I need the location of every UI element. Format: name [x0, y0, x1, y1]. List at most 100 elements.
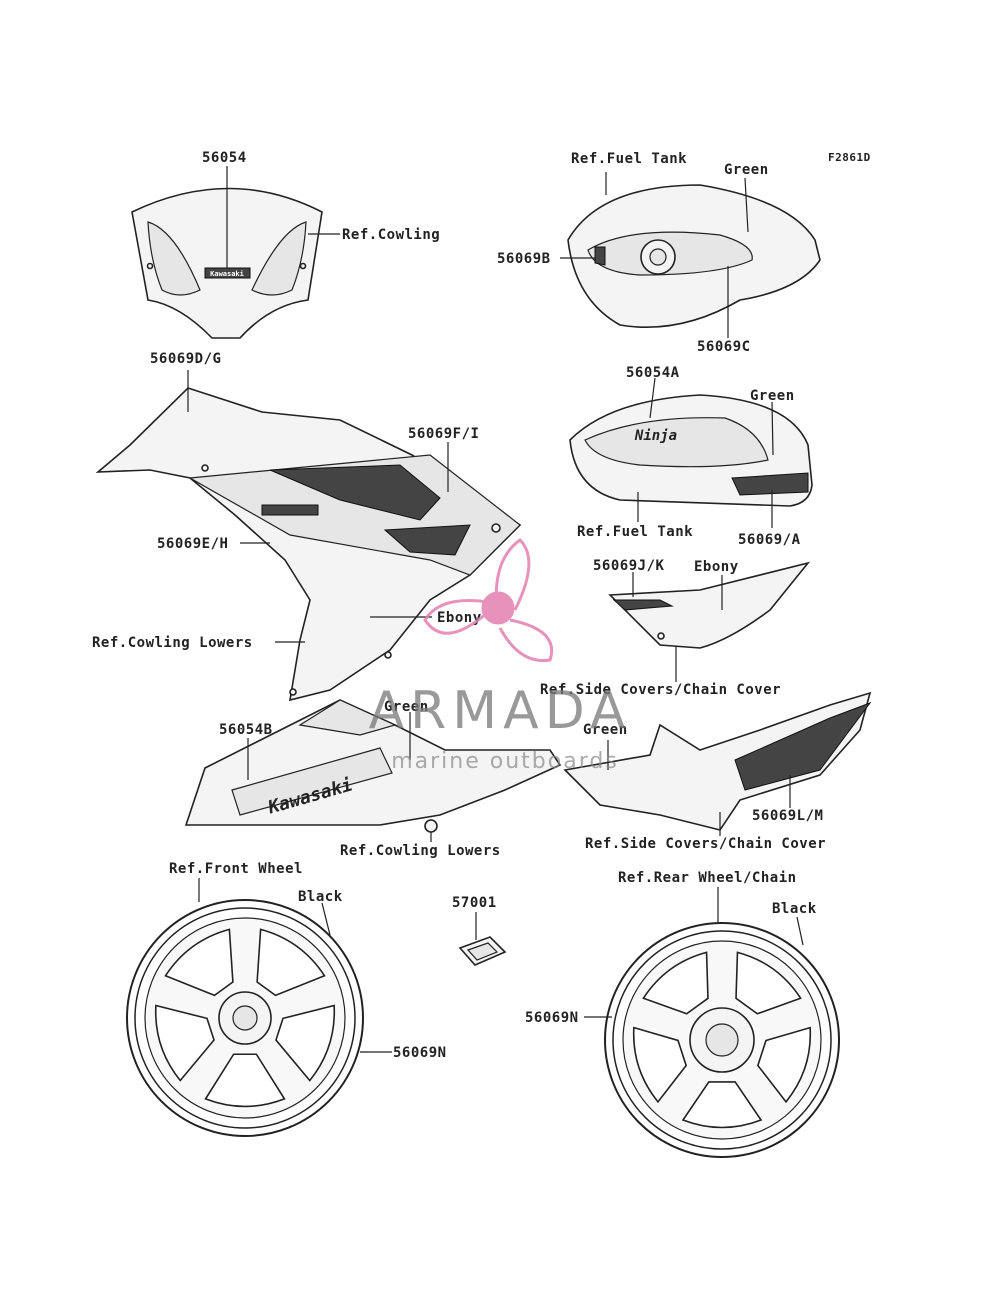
callout-ref-cowling-lowers: Ref.Cowling Lowers: [340, 843, 501, 859]
tank-top-decal-b: [594, 246, 606, 266]
lower-cowling-group: Kawasaki: [184, 699, 562, 842]
figure-code: F2861D: [828, 151, 871, 164]
callout-56069dg: 56069D/G: [150, 351, 221, 367]
side-cover-group: [608, 561, 811, 682]
tail-cover-decal: [734, 701, 872, 791]
callout-ebony-side-cover: Ebony: [694, 559, 739, 575]
callout-56069a: 56069/A: [738, 532, 801, 548]
rear-wheel-spokes: [632, 951, 812, 1129]
propeller-blade: [494, 538, 531, 611]
callout-56069n-rear: 56069N: [525, 1010, 579, 1026]
front-wheel-group: [126, 878, 392, 1137]
cowling-logo-decal: [261, 504, 319, 516]
cowling-lower-decal: [383, 524, 471, 556]
windscreen-decal-group: Kawasaki: [131, 166, 340, 339]
callout-56054b: 56054B: [219, 722, 273, 738]
callout-56069lm: 56069L/M: [752, 808, 823, 824]
cowling-bolt: [384, 651, 392, 659]
callout-ref-fuel-tank-side: Ref.Fuel Tank: [577, 524, 693, 540]
callout-56069n-front: 56069N: [393, 1045, 447, 1061]
watermark-brand: ARMADA: [369, 681, 632, 741]
side-cover-bolt: [657, 632, 665, 640]
cowling-bolt: [289, 688, 297, 696]
watermark-tagline: marine outboards: [391, 749, 619, 774]
windscreen-logo-text: Kawasaki: [210, 270, 244, 278]
wheel-spoke-opening: [275, 1004, 336, 1082]
callout-black-front-wheel: Black: [298, 889, 343, 905]
callout-56069jk: 56069J/K: [593, 558, 665, 574]
clip-group: [458, 912, 507, 966]
callout-56069c: 56069C: [697, 339, 751, 355]
side-cover: [608, 561, 811, 649]
windscreen-right-panel: [251, 221, 307, 296]
leader-line: [744, 177, 749, 233]
front-wheel-axle: [232, 1005, 258, 1031]
rear-wheel-group: [584, 887, 840, 1158]
leader-line: [649, 377, 656, 419]
upper-cowling-group: [95, 370, 522, 702]
tank-side-panel: [584, 417, 769, 468]
front-wheel-spokes: [154, 928, 336, 1108]
cowling-bolt: [201, 464, 209, 472]
callout-ref-fuel-tank-top: Ref.Fuel Tank: [571, 151, 687, 167]
windscreen-bolt: [299, 262, 307, 270]
cowling-decal-stripe: [269, 464, 441, 521]
wheel-spoke-opening: [735, 951, 802, 1015]
rear-wheel-axle: [705, 1023, 739, 1057]
propeller-blade: [498, 618, 553, 663]
wheel-spoke-opening: [164, 928, 234, 997]
leader-line: [796, 916, 804, 946]
tail-cover-group: [563, 691, 872, 836]
callout-black-rear-wheel: Black: [772, 901, 817, 917]
wheel-spoke-opening: [642, 951, 709, 1015]
callout-ref-rear-wheel-chain: Ref.Rear Wheel/Chain: [618, 870, 797, 886]
callout-56054a: 56054A: [626, 365, 680, 381]
leader-line: [321, 902, 331, 936]
wheel-spoke-opening: [204, 1053, 286, 1108]
callout-56069fi: 56069F/I: [408, 426, 479, 442]
windscreen-left-panel: [147, 221, 201, 296]
leader-line: [771, 401, 774, 456]
tail-cover: [563, 691, 872, 831]
callout-56069eh: 56069E/H: [157, 536, 228, 552]
propeller-blade: [423, 598, 489, 635]
wheel-spoke-opening: [256, 928, 326, 997]
callout-ref-cowling-lowers-upper: Ref.Cowling Lowers: [92, 635, 253, 651]
wheel-spoke-opening: [632, 1026, 688, 1104]
fuel-tank-top-group: [560, 172, 821, 338]
callout-ref-side-covers-1: Ref.Side Covers/Chain Cover: [540, 682, 781, 698]
cowling-bolt: [491, 523, 501, 533]
clip-detail: [466, 942, 499, 961]
callout-green-tank-top: Green: [724, 162, 769, 178]
propeller-hub: [481, 591, 515, 625]
armada-watermark: ARMADA marine outboards: [369, 538, 632, 774]
side-cover-decal: [612, 599, 674, 611]
tank-side-stripe-decal: [731, 472, 809, 496]
front-wheel-rim-outer: [126, 899, 364, 1137]
callout-56069b: 56069B: [497, 251, 551, 267]
wheel-spoke-opening: [681, 1081, 763, 1129]
rear-wheel-rim-inner: [612, 930, 832, 1150]
lower-cowling-top: [298, 699, 397, 736]
rear-wheel-rim-outer: [604, 922, 840, 1158]
callout-56054: 56054: [202, 150, 247, 166]
tank-ninja-logo: Ninja: [634, 428, 677, 444]
wheel-spoke-opening: [154, 1004, 215, 1082]
callout-ref-side-covers-2: Ref.Side Covers/Chain Cover: [585, 836, 826, 852]
callout-57001: 57001: [452, 895, 497, 911]
front-wheel-rim-inner: [134, 907, 356, 1129]
propeller-logo-icon: [423, 538, 553, 663]
callout-ebony-cowling: Ebony: [437, 610, 482, 626]
lower-logo-plate: [231, 747, 393, 816]
windscreen-bolt: [146, 262, 154, 270]
lower-cowling-bolt: [424, 819, 438, 833]
callout-ref-front-wheel: Ref.Front Wheel: [169, 861, 303, 877]
fuel-tank-side-group: Ninja: [569, 377, 813, 528]
callout-green-tank-side: Green: [750, 388, 795, 404]
fuel-cap-center: [649, 248, 667, 266]
callout-ref-cowling: Ref.Cowling: [342, 227, 440, 243]
wheel-spoke-opening: [756, 1026, 812, 1104]
callout-green-tail: Green: [583, 722, 628, 738]
